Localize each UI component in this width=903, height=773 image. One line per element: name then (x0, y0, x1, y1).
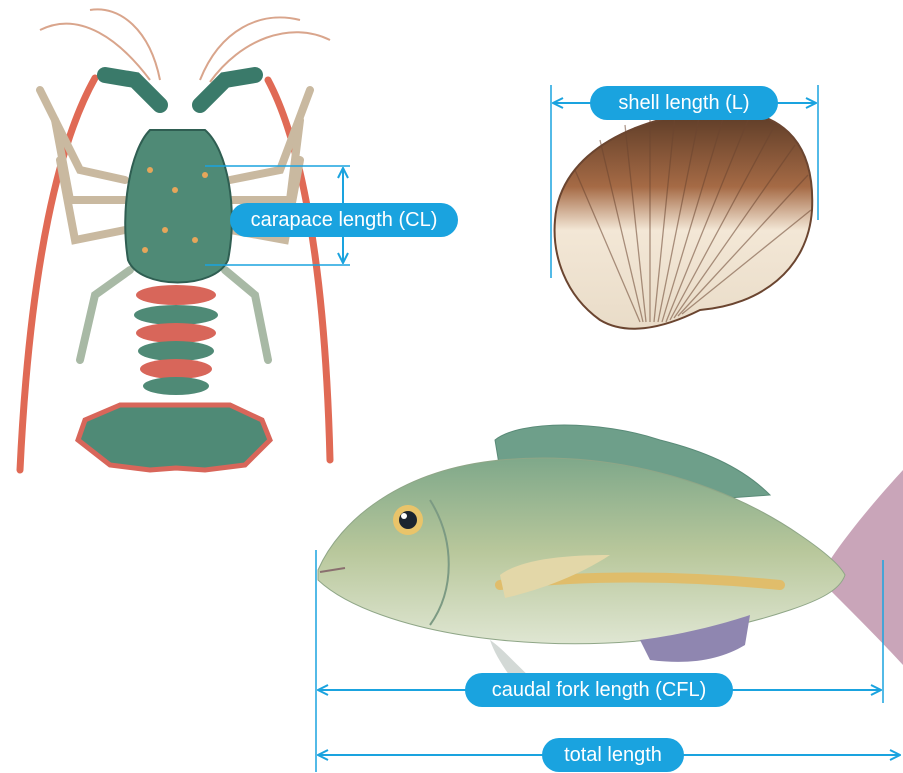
rock-lobster-illustration (20, 9, 330, 470)
total-length-label: total length (542, 738, 684, 772)
cockle-shell-illustration (555, 110, 813, 329)
shell-length-label: shell length (L) (590, 86, 778, 120)
fish-illustration (318, 425, 903, 690)
caudal-fork-length-label: caudal fork length (CFL) (465, 673, 733, 707)
carapace-length-label: carapace length (CL) (230, 203, 458, 237)
